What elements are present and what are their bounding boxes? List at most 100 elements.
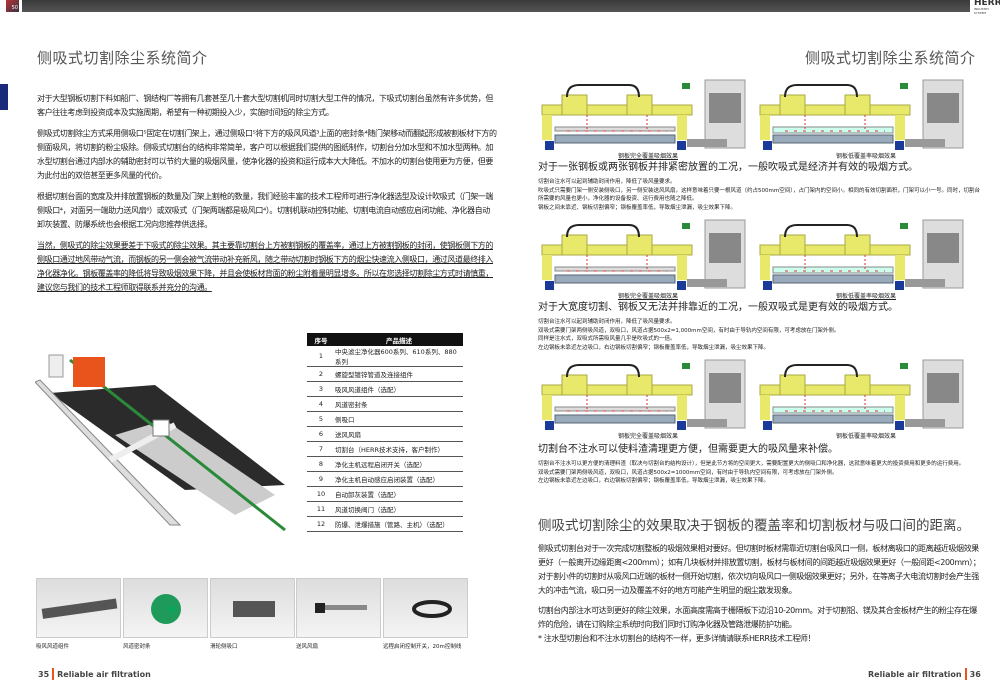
system-illustration <box>35 354 286 532</box>
col-header-no: 序号 <box>307 333 335 346</box>
right-page-title: 侧吸式切割除尘系统简介 <box>805 49 976 67</box>
row-description: 风道切换阀门（选配） <box>335 501 463 517</box>
note-paragraph: * 注水型切割台和不注水切割台的结构不一样，更多详情请联系HERR技术工程师！ <box>538 634 816 643</box>
dust-collector <box>73 357 105 387</box>
row-number: 3 <box>307 381 335 397</box>
full-coverage-diagram <box>537 355 759 435</box>
row-number: 5 <box>307 411 335 427</box>
row-description: 净化主机远程启闭开关（选配） <box>335 456 463 472</box>
section-line: 切割台不注水可以更方便的清理料渣（取决与切割台的结构设计），但是此节方将的空间更… <box>538 461 965 467</box>
diagram-caption: 钢板完全覆盖吸烟效果 <box>617 293 678 300</box>
full-coverage-diagram <box>537 75 759 155</box>
section-line: 钢板之间未靠近、钢板切割偏窄；钢板覆盖率低，导致烟尘泄漏，吸尘效果下降。 <box>538 204 737 211</box>
product-photo <box>210 578 295 638</box>
intro-paragraph: 对于大型钢板切割下料如船厂、钢结构厂等拥有几套甚至几十套大型切割机同时切割大型工… <box>37 94 493 117</box>
air-duct <box>69 358 286 532</box>
section-text: 对于大宽度切割、钢板又无法并排靠近的工况，一般双吸式是更有效的吸烟方式。切割台注… <box>538 301 983 352</box>
row-description: 侧吸口 <box>335 411 463 427</box>
section-line: 切割台注水可以起到辅助封闭作用，降低了吸风量要求。 <box>538 179 676 185</box>
section-line: 切割台注水可以起到辅助封闭作用，降低了吸风量要求。 <box>538 319 676 325</box>
water-paragraph: 切割台内部注水可达到更好的除尘效果，水面高度需高于栅隔板下边沿10-20mm。对… <box>538 606 977 629</box>
section-line: 双吸式需要门架两侧吸风道，双吸口，风道占据500x2=1000mm空间，有时由于… <box>538 469 838 476</box>
row-description: 送风风扇 <box>335 426 463 442</box>
section-marker <box>0 84 8 110</box>
right-bottom-text: 侧吸式切割台对于一次完成切割整板的吸烟效果相对要好。但切割时板材需靠近切割台吸风… <box>538 542 983 646</box>
row-description: 螺旋型镀锌管道及连接组件 <box>335 366 463 382</box>
section-line: 双吸式需要门架两侧吸风道，双吸口，风道占据500x2=1,000mm空间，有时由… <box>538 327 840 334</box>
row-number: 2 <box>307 366 335 382</box>
row-description: 自动卸灰装置（选配） <box>335 486 463 502</box>
product-photo-caption: 吸风风道组件 <box>36 644 70 650</box>
diagram-caption: 钢板低覆盖率吸烟效果 <box>835 293 896 300</box>
row-description: 中央滤尘净化器600系列、610系列、880系列 <box>335 346 463 367</box>
col-header-desc: 产品描述 <box>335 333 463 346</box>
section-line: 左边钢板未靠近左边吸口，右边钢板切割偏窄；钢板覆盖率低，导致烟尘泄漏，吸尘效果下… <box>538 478 770 484</box>
effect-paragraph: 侧吸式切割台对于一次完成切割整板的吸烟效果相对要好。但切割时板材需靠近切割台吸风… <box>538 544 981 595</box>
product-photo <box>296 578 381 638</box>
diagram-caption: 钢板低覆盖率吸烟效果 <box>835 153 896 160</box>
page-badge: 50 <box>6 0 19 12</box>
rail <box>35 379 182 526</box>
row-description: 净化主机自动感应启闭装置（选配） <box>335 471 463 487</box>
section-text: 切割台不注水可以使料渣清理更方便，但需要更大的吸风量来补偿。切割台不注水可以更方… <box>538 443 983 486</box>
row-description: 吸风风道组件（选配） <box>335 381 463 397</box>
left-page-title: 侧吸式切割除尘系统简介 <box>37 49 208 67</box>
selection-paragraph: 根据切割台面的宽度及并排放置钢板的数量及门架上割枪的数量，我们经验丰富的技术工程… <box>37 192 493 229</box>
low-coverage-diagram <box>755 355 977 435</box>
full-coverage-diagram <box>537 215 759 295</box>
control-box <box>152 419 170 437</box>
product-photo <box>123 578 208 638</box>
product-photo <box>383 578 468 638</box>
product-photo-caption: 远程启闭控制开关，20m控制线 <box>383 644 462 650</box>
row-description: 风道密封条 <box>335 396 463 412</box>
row-description: 切割台（HERR技术支持，客户制作） <box>335 441 463 457</box>
row-number: 7 <box>307 441 335 457</box>
row-number: 9 <box>307 471 335 487</box>
row-number: 12 <box>307 516 335 532</box>
diagram-caption: 钢板完全覆盖吸烟效果 <box>617 153 678 160</box>
product-photo-caption: 风道密封条 <box>123 644 151 650</box>
exhaust-stack <box>48 354 64 378</box>
principle-paragraph: 侧吸式切割除尘方式采用侧吸口⁵固定在切割门架上，通过侧吸口⁵将下方的吸风风道³上… <box>37 129 497 180</box>
section-text: 对于一张钢板或两张钢板并排紧密放置的工况，一般吹吸式是经济并有效的吸烟方式。切割… <box>538 161 983 212</box>
section-line: 左边钢板未靠近左边吸口，右边钢板切割偏窄；钢板覆盖率低，导致烟尘泄漏，吸尘效果下… <box>538 344 770 351</box>
effect-heading: 侧吸式切割除尘的效果取决于钢板的覆盖率和切割板材与吸口间的距离。 <box>538 518 970 534</box>
row-number: 6 <box>307 426 335 442</box>
diagram-caption: 钢板低覆盖率吸烟效果 <box>835 433 896 440</box>
low-coverage-diagram <box>755 75 977 155</box>
row-number: 4 <box>307 396 335 412</box>
section-line: 同样是注水式，双吸式所需吸风量几乎是吹吸式的一倍。 <box>538 336 676 342</box>
product-photo <box>36 578 121 638</box>
warning-paragraph: 当然，侧吸式的除尘效果要差于下吸式的除尘效果。其主要靠切割台上方被割钢板的覆盖率… <box>37 241 493 292</box>
diagram-caption: 钢板完全覆盖吸烟效果 <box>617 433 678 440</box>
left-text-column: 对于大型钢板切割下料如船厂、钢结构厂等拥有几套甚至几十套大型切割机同时切割大型工… <box>37 92 497 295</box>
section-heading: 切割台不注水可以使料渣清理更方便，但需要更大的吸风量来补偿。 <box>538 444 838 455</box>
top-bar <box>22 0 970 12</box>
row-number: 11 <box>307 501 335 517</box>
row-number: 1 <box>307 346 335 367</box>
section-heading: 对于大宽度切割、钢板又无法并排靠近的工况，一般双吸式是更有效的吸烟方式。 <box>538 302 898 313</box>
low-coverage-diagram <box>755 215 977 295</box>
product-photo-caption: 送风风扇 <box>296 644 319 650</box>
row-number: 8 <box>307 456 335 472</box>
row-number: 10 <box>307 486 335 502</box>
section-heading: 对于一张钢板或两张钢板并排紧密放置的工况，一般吹吸式是经济并有效的吸烟方式。 <box>538 162 918 173</box>
product-photo-caption: 滑轮侧吸口 <box>210 644 238 650</box>
section-line: 吹吸式只需要门架一侧安装侧吸口，另一侧安装送风风扇，这样意味着只要一根风道（约占… <box>538 187 980 203</box>
